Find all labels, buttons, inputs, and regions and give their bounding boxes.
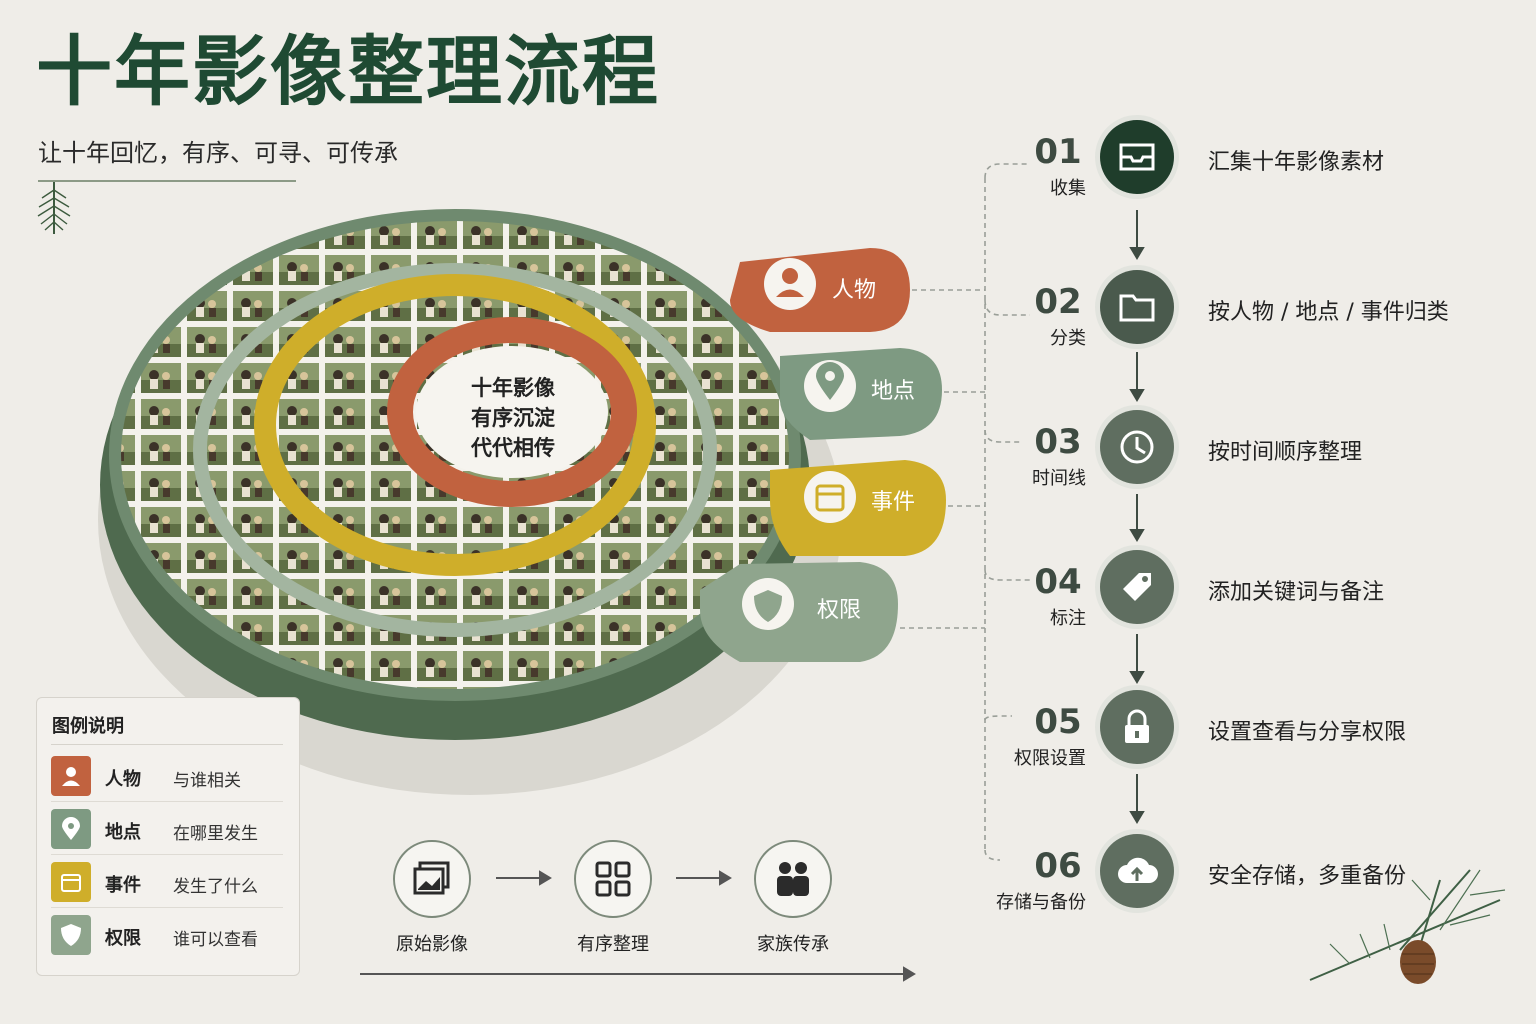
page-title: 十年影像整理流程 [36,27,660,116]
lock-icon [1100,690,1174,764]
legend-panel: 图例说明 人物 与谁相关 地点 在哪里发生 事件 发生了什么 权限 谁可以查看 [36,697,300,976]
step-number: 01 [1034,132,1082,172]
step-desc: 按时间顺序整理 [1208,440,1363,465]
location-pin-icon [51,809,91,849]
flow-item-organized: 有序整理 [553,840,673,956]
step-desc: 汇集十年影像素材 [1208,150,1385,175]
step-number: 03 [1034,422,1082,462]
step-classify[interactable]: 02 分类 按人物 / 地点 / 事件归类 [990,270,1449,372]
flow-label: 原始影像 [396,934,468,955]
step-annotate[interactable]: 04 标注 添加关键词与备注 [990,550,1420,652]
title-divider [38,180,296,182]
legend-item-people: 人物 与谁相关 [51,750,283,802]
person-icon [776,268,804,297]
flow-label: 家族传承 [757,934,829,955]
step-number: 05 [1034,702,1082,742]
legend-row-divider [51,801,283,802]
step-name: 权限设置 [1014,748,1086,769]
person-icon [51,756,91,796]
shield-icon [754,590,782,622]
inbox-icon [1100,120,1174,194]
legend-item-place: 地点 在哪里发生 [51,803,283,855]
legend-item-desc: 在哪里发生 [173,824,258,844]
grid-icon [574,840,652,918]
legend-item-name: 地点 [105,822,141,843]
folder-icon [1100,270,1174,344]
tab-place[interactable] [780,348,942,440]
step-number: 04 [1034,562,1082,602]
photos-icon [393,840,471,918]
legend-item-permission: 权限 谁可以查看 [51,909,283,961]
step-collect[interactable]: 01 收集 汇集十年影像素材 [990,120,1420,222]
step-name: 收集 [1050,178,1086,199]
step-desc: 设置查看与分享权限 [1208,720,1407,745]
tab-connectors [900,163,1030,861]
step-desc: 按人物 / 地点 / 事件归类 [1208,300,1449,325]
tag-icon [1100,550,1174,624]
flow-item-family: 家族传承 [733,840,853,956]
family-icon [754,840,832,918]
tab-permission-label[interactable]: 权限 [817,598,862,623]
center-disc [416,346,608,478]
ring-outer-divider [193,263,717,637]
clock-icon [1100,410,1174,484]
step-name: 分类 [1050,328,1086,349]
calendar-icon [51,862,91,902]
step-name: 时间线 [1032,468,1086,489]
step-desc: 安全存储，多重备份 [1208,864,1407,889]
legend-item-name: 权限 [105,928,141,949]
step-desc: 添加关键词与备注 [1208,580,1385,605]
step-name: 存储与备份 [996,892,1086,913]
step-arrows [1129,210,1145,824]
legend-item-name: 事件 [105,875,141,896]
flow-item-raw: 原始影像 [372,840,492,956]
calendar-icon [815,484,845,512]
tab-event[interactable] [770,460,946,556]
legend-item-event: 事件 发生了什么 [51,856,283,908]
legend-divider [51,744,283,745]
step-name: 标注 [1050,608,1086,629]
tab-people-label[interactable]: 人物 [832,278,877,303]
step-permission[interactable]: 05 权限设置 设置查看与分享权限 [990,690,1420,792]
pine-sprig-icon [37,182,71,234]
legend-item-desc: 与谁相关 [173,771,241,791]
legend-row-divider [51,907,283,908]
step-number: 06 [1034,846,1082,886]
pine-branch-icon [1309,869,1506,984]
page-subtitle: 让十年回忆，有序、可寻、可传承 [38,139,398,167]
flow-arrows [360,870,916,982]
tab-permission[interactable] [700,562,898,662]
step-number: 02 [1034,282,1082,322]
legend-row-divider [51,854,283,855]
legend-item-desc: 谁可以查看 [173,930,258,950]
location-pin-icon [816,362,844,400]
tab-place-label[interactable]: 地点 [871,379,916,404]
cloud-upload-icon [1100,834,1174,908]
flow-label: 有序整理 [577,934,649,955]
legend-title: 图例说明 [52,716,124,737]
tab-people[interactable] [730,248,910,332]
step-timeline[interactable]: 03 时间线 按时间顺序整理 [990,410,1420,512]
legend-item-desc: 发生了什么 [173,877,258,897]
shield-icon [51,915,91,955]
ring-event [254,274,656,576]
center-label: 十年影像 有序沉淀 代代相传 [471,376,555,460]
tab-event-label[interactable]: 事件 [871,490,916,515]
legend-item-name: 人物 [105,769,141,790]
ring-people [387,317,637,507]
step-backup[interactable]: 06 存储与备份 安全存储，多重备份 [990,834,1420,936]
